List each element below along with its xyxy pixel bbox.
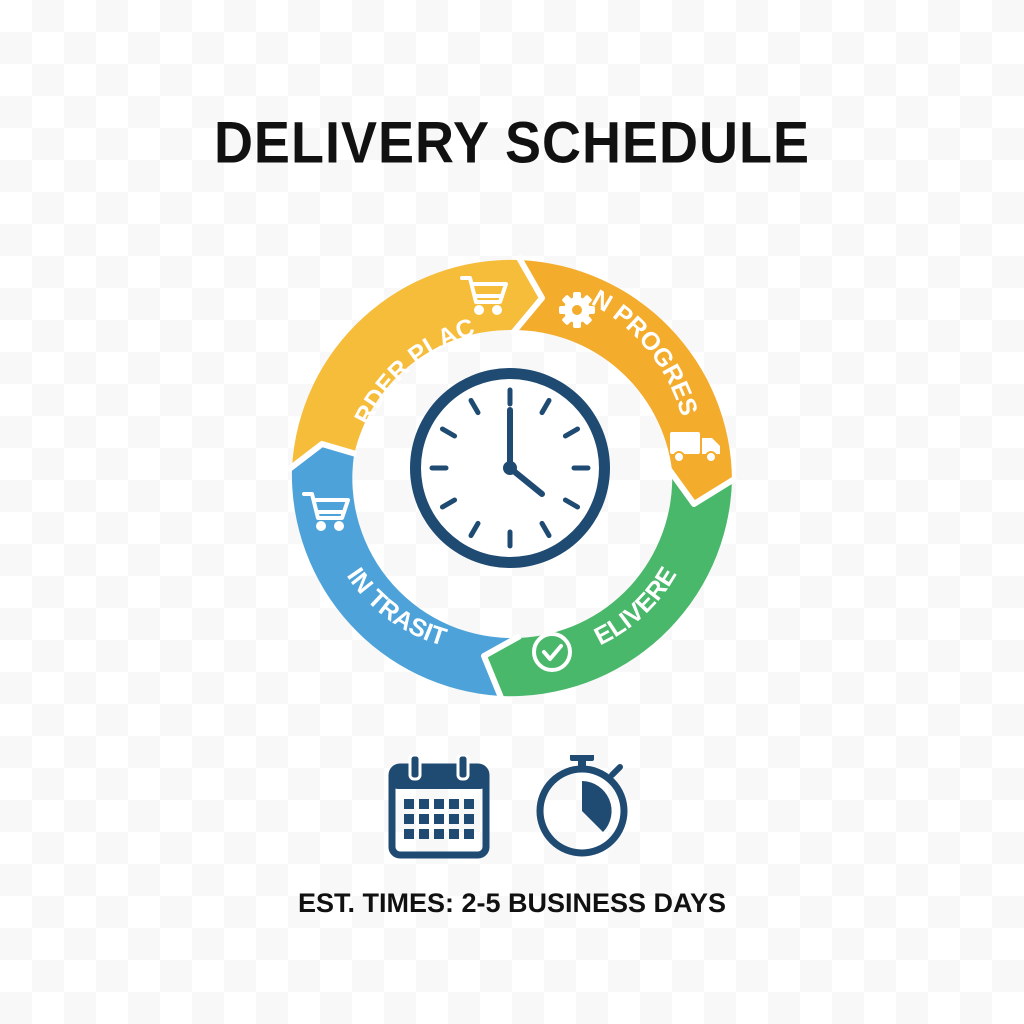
segment-divider [509, 254, 545, 336]
calendar-day-cell [464, 829, 474, 839]
calendar-day-cell [464, 814, 474, 824]
segment-divider [665, 466, 738, 507]
segment-divider [481, 633, 522, 702]
stopwatch-icon [536, 755, 628, 857]
shopping-cart-icon [302, 492, 350, 531]
clock-icon [410, 368, 610, 568]
clock-tick [468, 520, 481, 539]
calendar-day-cell [449, 814, 459, 824]
clock-tick [539, 397, 552, 416]
clock-tick [539, 520, 552, 539]
clock-tick [562, 497, 581, 510]
calendar-day-cell [464, 799, 474, 809]
clock-tick [468, 397, 481, 416]
calendar-day-cell [404, 829, 414, 839]
check-circle-icon [532, 632, 572, 672]
bottom-icons-row [388, 755, 628, 859]
clock-tick [562, 426, 581, 439]
calendar-day-cell [419, 829, 429, 839]
delivery-truck-icon [670, 432, 720, 463]
calendar-day-cell [419, 814, 429, 824]
clock-tick [439, 497, 458, 510]
segment-divider [286, 441, 357, 473]
shopping-cart-icon [460, 276, 508, 315]
estimated-times-note: EST. TIMES: 2-5 BUSINESS DAYS [297, 888, 727, 918]
gear-icon [559, 292, 595, 328]
calendar-day-cell [449, 829, 459, 839]
calendar-day-cell [434, 814, 444, 824]
calendar-day-cell [404, 814, 414, 824]
calendar-day-cell [449, 799, 459, 809]
delivery-cycle-diagram: ORDER PLACED IN PROGRESS DELIVERED IN TR… [262, 240, 738, 702]
stage-in-transit-segment [291, 446, 518, 696]
calendar-icon [388, 755, 490, 859]
clock-tick [439, 426, 458, 439]
calendar-day-cell [434, 799, 444, 809]
calendar-day-cell [404, 799, 414, 809]
calendar-day-cell [419, 799, 429, 809]
stage-delivered-segment [486, 470, 732, 697]
page-title: DELIVERY SCHEDULE [213, 110, 811, 176]
calendar-day-cell [434, 829, 444, 839]
